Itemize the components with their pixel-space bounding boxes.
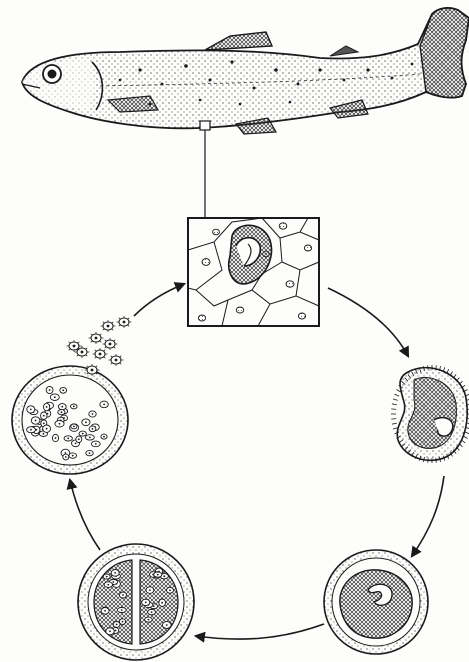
- stage-encysted-tomont: [324, 550, 428, 654]
- theront: [89, 332, 104, 344]
- stage-mature-cyst: [12, 366, 128, 474]
- theront: [85, 364, 100, 376]
- fish-host: [22, 8, 469, 134]
- fish-tail-fin: [420, 8, 469, 98]
- stage-dividing-tomont: [78, 544, 194, 660]
- theront: [67, 340, 82, 352]
- fish-adipose-fin: [330, 46, 358, 56]
- stage-trophont-in-skin: [188, 218, 319, 326]
- skin-sample-marker: [200, 121, 210, 130]
- theront: [101, 320, 116, 332]
- arrow-skin-to-detached: [328, 288, 408, 356]
- arrow-detached-to-encysted: [412, 476, 444, 556]
- fish-dorsal-fin: [205, 32, 272, 50]
- theront: [93, 348, 108, 360]
- arrow-theronts-to-skin: [134, 284, 184, 316]
- arrow-dividing-to-cyst: [70, 480, 100, 550]
- arrow-encysted-to-dividing: [196, 624, 324, 639]
- theront: [117, 316, 132, 328]
- theront: [109, 354, 124, 366]
- stage-detached-trophont: [391, 365, 469, 463]
- theront: [103, 338, 118, 350]
